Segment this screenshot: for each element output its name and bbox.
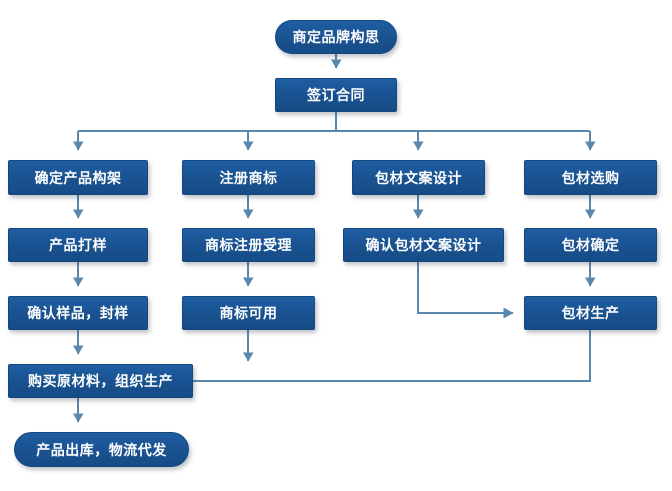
node-brand-concept[interactable]: 商定品牌构思 — [275, 20, 397, 54]
node-label: 包材选购 — [561, 170, 620, 187]
node-confirm-packaging-copy-design[interactable]: 确认包材文案设计 — [343, 228, 504, 262]
node-label: 商定品牌构思 — [292, 30, 380, 46]
node-packaging-copy-design[interactable]: 包材文案设计 — [352, 160, 485, 195]
edge-n9-n13 — [417, 262, 514, 319]
node-label: 确定产品构架 — [34, 170, 122, 187]
node-label: 购买原材料，组织生产 — [28, 374, 173, 390]
node-packaging-production[interactable]: 包材生产 — [524, 296, 657, 330]
node-register-trademark[interactable]: 注册商标 — [182, 160, 315, 195]
node-product-shipment-logistics[interactable]: 产品出库，物流代发 — [14, 432, 189, 467]
node-sign-contract[interactable]: 签订合同 — [275, 78, 397, 112]
node-buy-materials-organize-production[interactable]: 购买原材料，组织生产 — [8, 364, 193, 398]
node-label: 包材确定 — [561, 238, 620, 254]
node-label: 包材文案设计 — [375, 170, 462, 187]
node-label: 确认样品，封样 — [27, 306, 129, 322]
node-label: 商标可用 — [219, 306, 278, 322]
node-confirm-sample-sealed[interactable]: 确认样品，封样 — [8, 296, 148, 330]
node-label: 包材生产 — [561, 306, 620, 322]
node-product-sample[interactable]: 产品打样 — [8, 228, 148, 262]
node-label: 产品出库，物流代发 — [36, 442, 167, 459]
node-packaging-purchase[interactable]: 包材选购 — [524, 160, 657, 195]
edge-n13-n14-return — [19, 330, 591, 387]
node-label: 确认包材文案设计 — [365, 238, 482, 254]
node-trademark-application-accepted[interactable]: 商标注册受理 — [182, 228, 315, 262]
node-packaging-confirmed[interactable]: 包材确定 — [524, 228, 657, 262]
node-label: 注册商标 — [219, 170, 278, 187]
node-trademark-available[interactable]: 商标可用 — [182, 296, 315, 330]
node-label: 商标注册受理 — [205, 238, 292, 254]
node-label: 签订合同 — [307, 88, 365, 104]
node-label: 产品打样 — [49, 238, 107, 254]
node-define-product-structure[interactable]: 确定产品构架 — [8, 160, 148, 195]
